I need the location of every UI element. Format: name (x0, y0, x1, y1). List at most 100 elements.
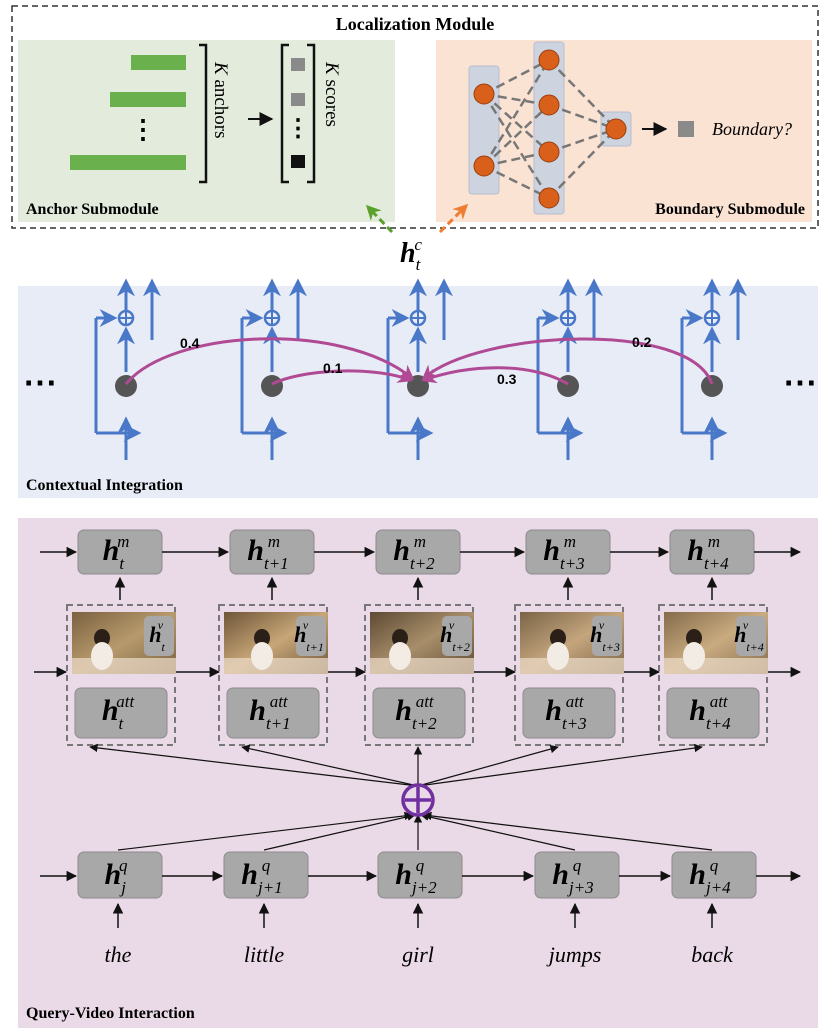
child-figure (254, 629, 270, 647)
attention-cell-box (666, 687, 760, 739)
lstm-cell (240, 278, 307, 460)
visual-state-box (592, 616, 622, 656)
cell-label: ht+2m (393, 532, 435, 573)
node-column (533, 41, 565, 215)
query-cell-box (77, 851, 163, 899)
hidden-state-node (701, 375, 723, 397)
visual-state-box (144, 616, 174, 656)
boundary-question: Boundary? (712, 119, 792, 139)
query-cell-box (534, 851, 620, 899)
memory-cell: ht+1m (229, 529, 376, 600)
attention-feed-arrow (241, 744, 419, 787)
query-word: the (105, 942, 132, 967)
step-group-frame (364, 604, 474, 746)
lstm-cell (536, 278, 603, 460)
cell-label: htv (149, 618, 165, 654)
cell-label: htm (103, 532, 130, 573)
sum-operator (401, 783, 435, 817)
cell-label: hj+4q (689, 856, 731, 897)
score-bracket-right (307, 43, 316, 184)
attention-cell-box (522, 687, 616, 739)
query-to-sum-arrow (423, 811, 713, 851)
cell-label: ht+3v (590, 618, 620, 654)
memory-cell: htm (77, 529, 230, 600)
step-group-frame (658, 604, 768, 746)
video-step: ht+1v ht+1att (218, 604, 367, 746)
localization-module: Localization Module ⋮ K anchors ⋮ K scor… (11, 5, 819, 229)
anchor-bar (131, 55, 186, 70)
cell-label: ht+3m (543, 532, 584, 573)
hidden-state-node (557, 375, 579, 397)
memory-cell: ht+3m (525, 529, 670, 600)
localization-module-title: Localization Module (336, 14, 495, 34)
boundary-submodule: Boundary? Boundary Submodule (436, 40, 812, 222)
cell-label: ht+2att (395, 692, 437, 733)
score-dots: ⋮ (286, 116, 310, 142)
boundary-submodule-label: Boundary Submodule (655, 201, 805, 218)
cell-label: ht+3att (545, 692, 586, 733)
context-ellipsis-left: ⋯ (23, 365, 57, 402)
memory-cell: ht+2m (375, 529, 526, 600)
video-step: htv htatt (66, 604, 221, 746)
cell-label: ht+1m (247, 532, 288, 573)
cell-label: ht+1v (294, 618, 324, 654)
hc-to-anchor-arrow (365, 204, 394, 234)
score-cell (291, 58, 305, 71)
visual-state-box (736, 616, 766, 656)
attention-cell-box (372, 687, 466, 739)
memory-cell: ht+4m (669, 529, 802, 600)
query-to-sum-arrow (117, 811, 413, 851)
lstm-cell (680, 278, 747, 460)
video-step: ht+2v ht+2att (364, 604, 517, 746)
query-word: jumps (546, 942, 602, 967)
hidden-state-node (261, 375, 283, 397)
attention-weights: 0.4 0.1 0.3 0.2 (180, 334, 652, 387)
contextual-integration-label: Contextual Integration (26, 477, 183, 494)
anchors-bracket (199, 43, 208, 184)
attention-cell-box (74, 687, 168, 739)
context-ellipsis-right: ⋯ (783, 365, 817, 402)
attention-feed-arrow (417, 744, 559, 787)
cell-label: hj+3q (552, 856, 593, 897)
query-cell-box (377, 851, 463, 899)
attention-feed-arrow (89, 743, 419, 787)
cell-label: htatt (102, 692, 136, 733)
k-scores-label: K scores (321, 61, 342, 127)
hc-label: htc (400, 235, 422, 274)
hidden-state-node (115, 375, 137, 397)
query-video-label: Query-Video Interaction (26, 1005, 195, 1022)
cell-label: ht+1att (249, 692, 290, 733)
cell-label: ht+4v (734, 618, 764, 654)
anchor-bar (110, 92, 186, 107)
child-figure (686, 629, 702, 647)
cell-label: hjq (105, 856, 128, 897)
attention-arc (421, 366, 569, 386)
query-cell: hj+4q back (423, 811, 802, 967)
anchor-dots: ⋮ (130, 115, 156, 144)
attention-feed-arrow (417, 743, 703, 787)
attention-arc (124, 337, 415, 385)
attention-cell-box (226, 687, 320, 739)
child-figure (550, 629, 566, 647)
weight-label: 0.2 (632, 334, 652, 350)
visual-state-box (442, 616, 472, 656)
attention-arcs (124, 337, 714, 386)
step-group-frame (514, 604, 624, 746)
contextual-integration: ⋯ ⋯ 0.4 0.1 0.3 0.2 Contextual Integrati… (18, 278, 818, 498)
weight-label: 0.1 (323, 360, 343, 376)
k-anchors-label: K anchors (210, 61, 231, 139)
child-figure (392, 629, 408, 647)
query-cell: hjq the (77, 811, 413, 967)
attention-arc (271, 368, 413, 386)
step-group-frame (218, 604, 328, 746)
score-cell (291, 93, 305, 106)
cell-label: ht+2v (440, 618, 470, 654)
network-edges (482, 58, 617, 200)
query-cell-box (223, 851, 309, 899)
query-word: little (244, 942, 285, 967)
query-word: back (691, 942, 734, 967)
